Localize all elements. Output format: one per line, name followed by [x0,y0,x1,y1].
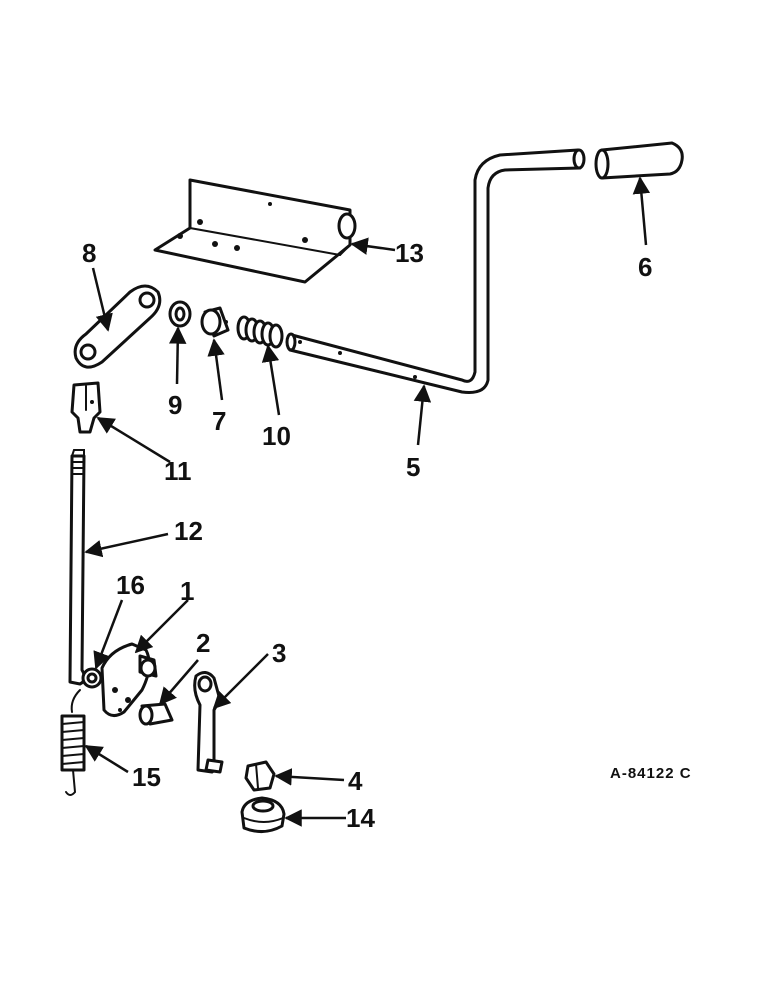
leader-5 [413,384,432,446]
callout-15: 15 [132,762,161,792]
callout-6: 6 [638,252,652,282]
part-4-fitting [244,760,276,792]
part-10-spring [236,315,284,349]
callout-12: 12 [174,516,203,546]
part-12-rod [68,449,87,686]
leader-16 [93,599,124,670]
part-3-lever-arm [193,671,224,774]
part-1-plate [100,642,158,717]
leader-12 [84,532,169,558]
callout-10: 10 [262,421,291,451]
part-7-collar [200,306,230,338]
callout-labels: 13 6 8 9 7 10 5 11 12 16 1 2 3 4 14 15 [82,238,652,833]
part-16-nut [81,667,103,689]
leader-10 [261,344,281,416]
callout-7: 7 [212,406,226,436]
part-6-knob [594,141,684,180]
leader-3 [212,653,269,710]
part-14-cap [240,796,286,833]
leader-9 [168,326,187,385]
callout-11: 11 [164,456,192,486]
leader-4 [274,768,345,786]
part-13-bracket [153,178,357,284]
callout-9: 9 [168,390,182,420]
callout-2: 2 [196,628,210,658]
callout-1: 1 [180,576,194,606]
part-8-link-arm [73,284,162,369]
leader-1 [134,599,189,654]
reference-code: A-84122 C [610,765,692,782]
part-15-spring [60,689,86,796]
callout-13: 13 [395,238,424,268]
part-5-lever-shaft [285,148,586,394]
part-11-clevis [70,381,102,434]
leader-7 [207,338,225,401]
leader-2 [158,659,199,706]
callout-4: 4 [348,766,363,796]
leader-15 [84,744,129,774]
callout-14: 14 [346,803,375,833]
part-9-washer [168,300,192,328]
callout-8: 8 [82,238,96,268]
leader-8 [91,267,113,332]
leader-6 [632,176,651,246]
leader-lines [84,176,651,827]
callout-16: 16 [116,570,145,600]
callout-5: 5 [406,452,420,482]
leader-13 [350,237,396,255]
callout-3: 3 [272,638,286,668]
part-2-bolt [138,702,174,726]
leader-11 [96,416,171,464]
